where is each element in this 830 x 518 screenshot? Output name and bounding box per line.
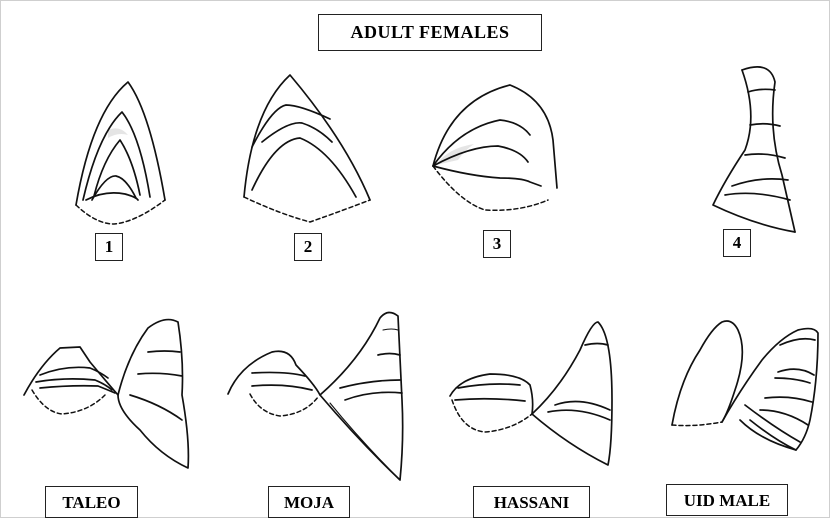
label-4: 4 <box>723 229 751 257</box>
title-box: ADULT FEMALES <box>318 14 542 51</box>
label-3: 3 <box>483 230 511 258</box>
drawing-taleo <box>24 320 188 468</box>
drawing-3 <box>433 85 557 210</box>
label-2: 2 <box>294 233 322 261</box>
drawing-hassani <box>450 322 612 465</box>
label-hassani: HASSANI <box>473 486 590 518</box>
label-uid-male: UID MALE <box>666 484 788 516</box>
label-1: 1 <box>95 233 123 261</box>
drawing-uid-male <box>672 321 818 450</box>
drawing-4 <box>713 67 795 232</box>
drawing-1 <box>76 82 165 224</box>
label-taleo: TALEO <box>45 486 138 518</box>
label-moja: MOJA <box>268 486 350 518</box>
drawing-2 <box>244 75 370 222</box>
drawing-moja <box>228 312 403 480</box>
